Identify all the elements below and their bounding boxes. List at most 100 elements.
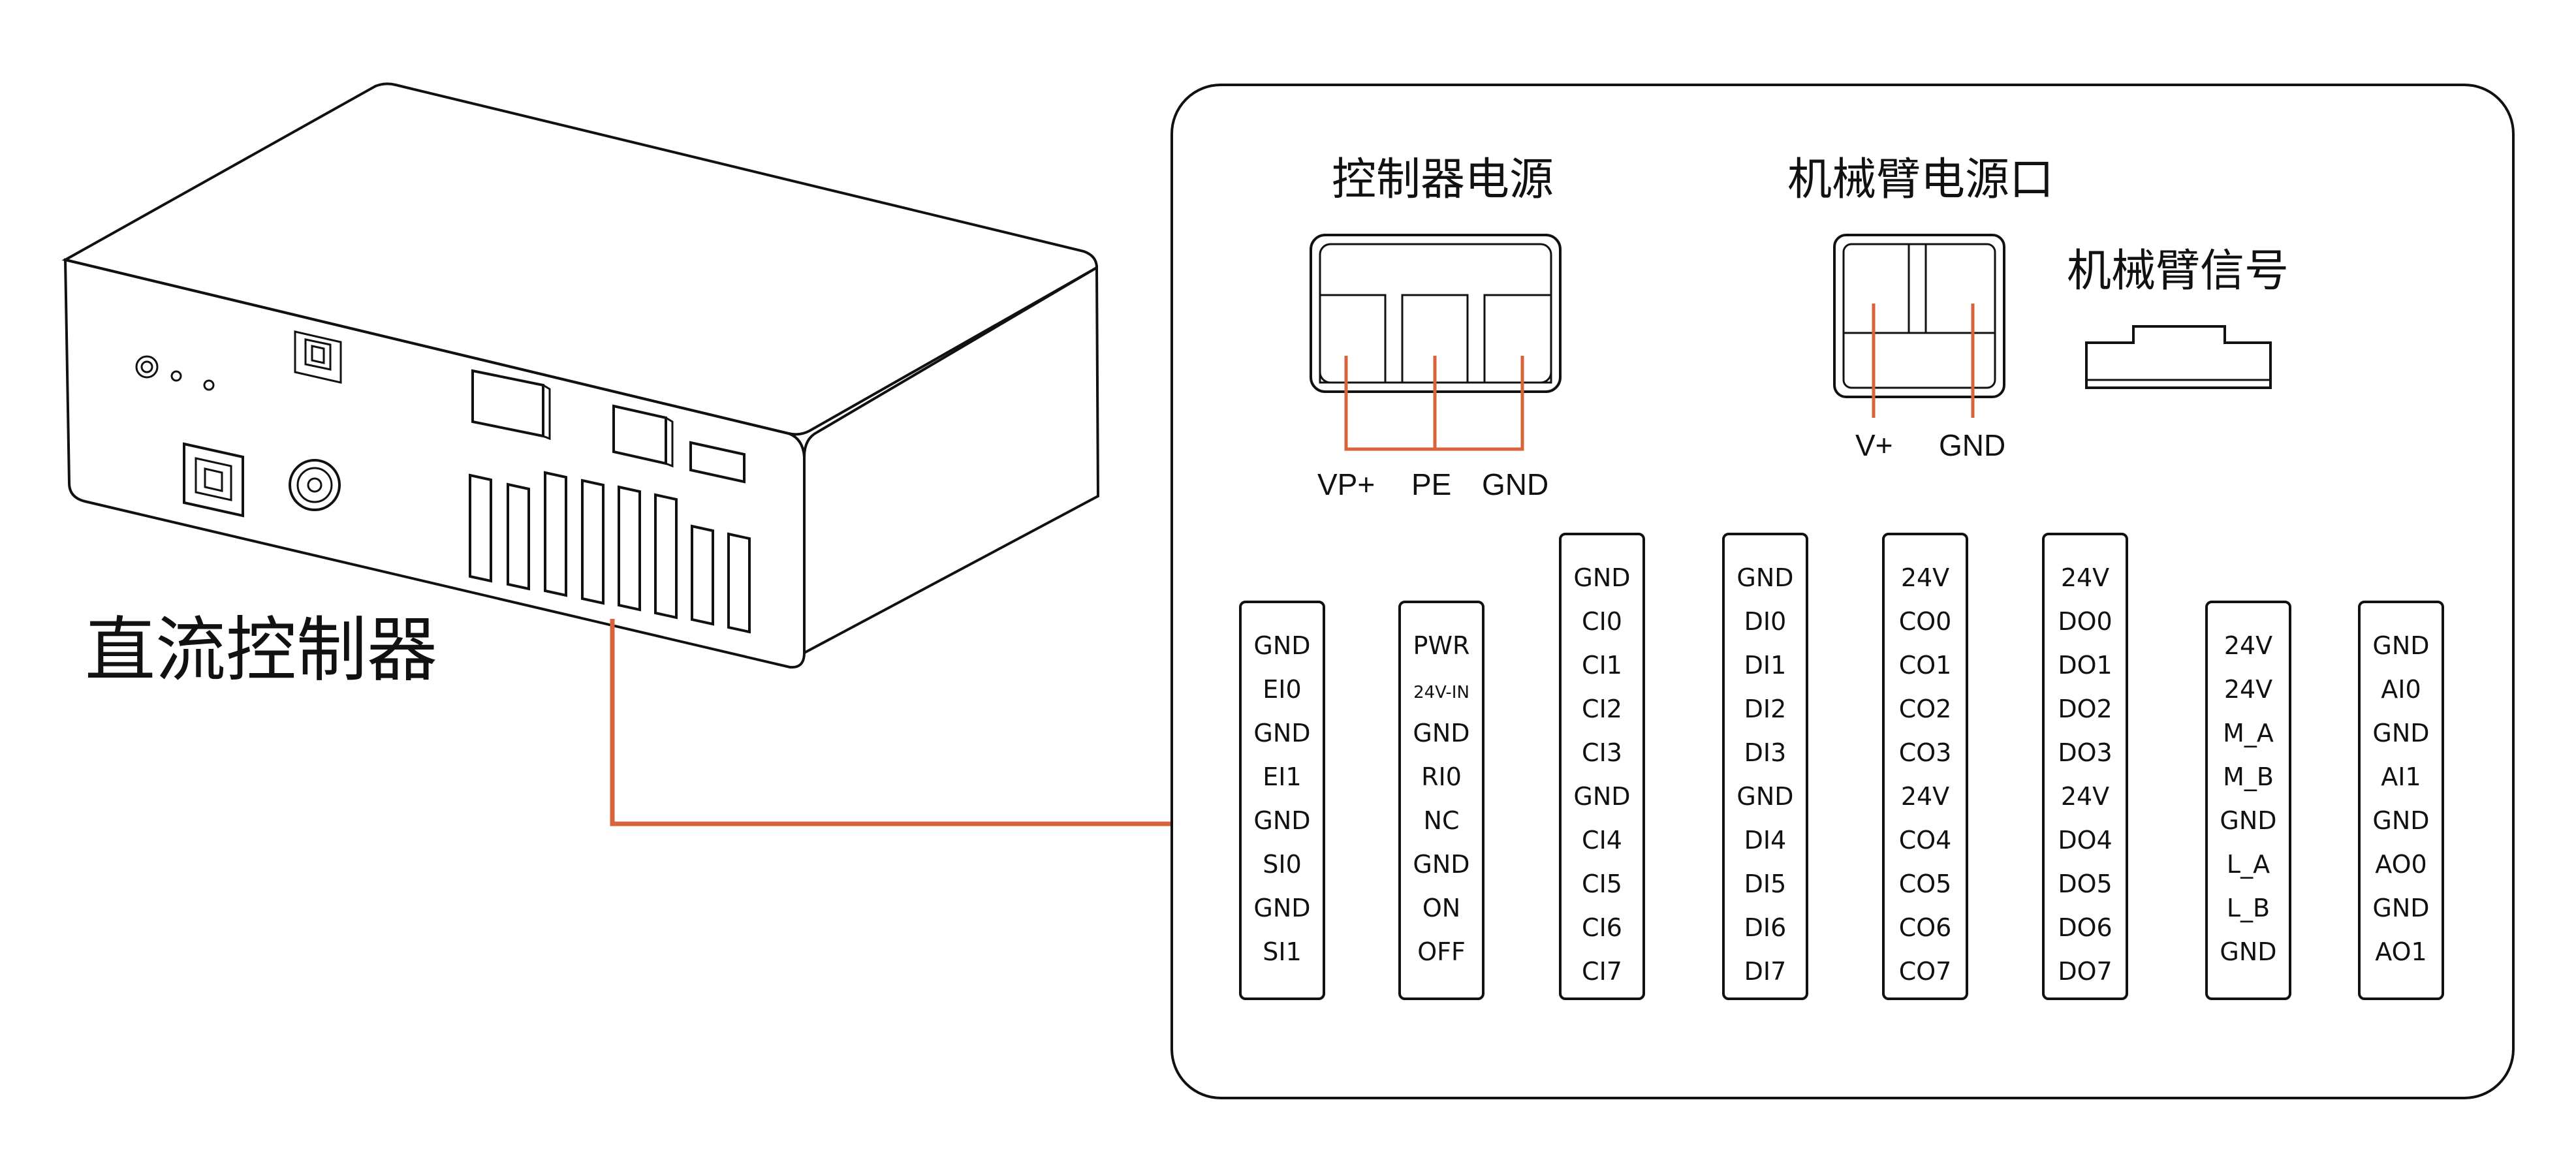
terminal-pin-label: GND <box>1573 563 1630 592</box>
terminal-pin-label: CO5 <box>1899 870 1952 898</box>
terminal-pin-label: GND <box>2220 937 2276 966</box>
arm-power-connector-icon <box>612 404 667 465</box>
terminal-pin-label: DI6 <box>1744 913 1787 942</box>
pin-label-arm-gnd: GND <box>1939 428 2005 462</box>
terminal-pin-label: PWR <box>1413 631 1470 660</box>
terminal-pin-label: DO7 <box>2058 957 2112 986</box>
round-connector-icon <box>289 459 341 511</box>
terminal-pin-label: CI0 <box>1582 607 1622 636</box>
terminal-pin-label: GND <box>2372 719 2429 747</box>
terminal-block-frame <box>1559 533 1645 1000</box>
terminal-pin-label: DO1 <box>2058 651 2112 680</box>
terminal-pin-label: CI5 <box>1582 870 1622 898</box>
terminal-block-frame <box>1398 601 1484 1000</box>
terminal-pin-label: DO2 <box>2058 695 2112 723</box>
terminal-pin-label: GND <box>1253 894 1310 922</box>
terminal-pin-label: DI1 <box>1744 651 1787 680</box>
terminal-pin-label: DI0 <box>1744 607 1787 636</box>
terminal-pin-label: SI0 <box>1263 850 1302 879</box>
terminal-block-7: 24V 24V M_A M_B GND L_A L_B GND <box>2205 601 2291 1000</box>
terminal-pin-label: 24V <box>1901 782 1949 811</box>
controller-power-connector-icon <box>689 441 746 484</box>
controller-label: 直流控制器 <box>85 610 437 691</box>
terminal-block-frame <box>2042 533 2128 1000</box>
terminal-pin-label: DI3 <box>1744 738 1787 767</box>
terminal-pin-label: DI4 <box>1744 826 1787 855</box>
pin-label-pe: PE <box>1411 467 1451 501</box>
terminal-pin-label: M_A <box>2223 719 2274 747</box>
terminal-pin-label: AO0 <box>2375 850 2427 879</box>
signal-connector-icon <box>471 369 544 438</box>
terminal-pin-label: EI0 <box>1263 675 1301 704</box>
box-top-face <box>61 82 1099 436</box>
led-indicator-icon <box>135 355 159 379</box>
terminal-slots <box>469 471 751 634</box>
terminal-pin-label: GND <box>2372 894 2429 922</box>
arm-signal-connector <box>2085 325 2272 389</box>
controller-power-wires <box>1344 356 1524 451</box>
terminal-pin-label: ON <box>1422 894 1460 922</box>
led-indicator-icon <box>203 379 215 391</box>
connection-wire <box>610 619 1172 826</box>
terminal-pin-label: GND <box>1253 719 1310 747</box>
controller-box <box>61 82 1100 669</box>
terminal-pin-label: DO5 <box>2058 870 2112 898</box>
terminal-pin-label: AI1 <box>2381 762 2421 791</box>
terminal-pin-label: CO7 <box>1899 957 1952 986</box>
terminal-pin-label: DO0 <box>2058 607 2112 636</box>
terminal-pin-label: L_B <box>2227 894 2270 922</box>
terminal-pin-label: GND <box>1736 563 1793 592</box>
ethernet-port-icon <box>294 330 342 384</box>
terminal-pin-label: CO3 <box>1899 738 1952 767</box>
terminal-pin-label: 24V <box>2224 631 2272 660</box>
terminal-pin-label: L_A <box>2227 850 2270 879</box>
terminal-pin-label: CI4 <box>1582 826 1622 855</box>
terminal-pin-label: GND <box>1413 719 1469 747</box>
terminal-pin-label: M_B <box>2223 762 2274 791</box>
pin-label-v-plus: V+ <box>1855 428 1893 462</box>
terminal-pin-label: CO2 <box>1899 695 1952 723</box>
terminal-pin-label: CO6 <box>1899 913 1952 942</box>
led-indicator-icon <box>170 370 182 382</box>
terminal-pin-label: 24V <box>1901 563 1949 592</box>
pin-label-vp-plus: VP+ <box>1317 467 1375 501</box>
terminal-pin-label: DO4 <box>2058 826 2112 855</box>
pin-label-gnd: GND <box>1482 467 1548 501</box>
terminal-pin-label: CI2 <box>1582 695 1622 723</box>
terminal-pin-label: AI0 <box>2381 675 2421 704</box>
terminal-pin-label: 24V <box>2061 782 2109 811</box>
arm-power-title: 机械臂电源口 <box>1787 154 2054 206</box>
arm-signal-title: 机械臂信号 <box>2067 245 2289 297</box>
terminal-pin-label: GND <box>1573 782 1630 811</box>
controller-power-title: 控制器电源 <box>1332 154 1554 206</box>
terminal-pin-label: DI7 <box>1744 957 1787 986</box>
terminal-pin-label: GND <box>1413 850 1469 879</box>
terminal-block-frame <box>1239 601 1325 1000</box>
arm-power-connector <box>1833 234 2005 398</box>
terminal-block-frame <box>2205 601 2291 1000</box>
terminal-pin-label: GND <box>1736 782 1793 811</box>
box-side-face <box>803 265 1100 654</box>
terminal-pin-label: DI2 <box>1744 695 1787 723</box>
terminal-pin-label: NC <box>1424 806 1460 835</box>
terminal-pin-label: DO3 <box>2058 738 2112 767</box>
terminal-pin-label: CI1 <box>1582 651 1622 680</box>
terminal-pin-label: CI3 <box>1582 738 1622 767</box>
box-front-face <box>63 258 806 669</box>
terminal-pin-label: CO0 <box>1899 607 1952 636</box>
terminal-block-frame <box>1722 533 1808 1000</box>
terminal-pin-label: 24V <box>2224 675 2272 704</box>
terminal-pin-label: CO4 <box>1899 826 1952 855</box>
terminal-pin-label: EI1 <box>1263 762 1301 791</box>
terminal-pin-label: 24V <box>2061 563 2109 592</box>
terminal-pin-label: GND <box>2220 806 2276 835</box>
terminal-pin-label: CO1 <box>1899 651 1952 680</box>
terminal-pin-label: RI0 <box>1421 762 1462 791</box>
terminal-pin-label: SI1 <box>1263 937 1302 966</box>
